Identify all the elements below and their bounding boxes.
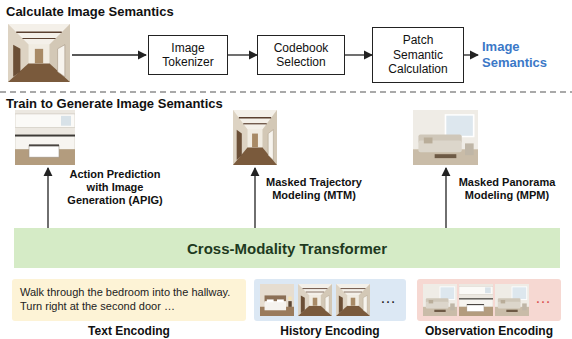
connector-arrow — [464, 54, 478, 55]
transformer-band: Cross-Modality Transformer — [14, 228, 560, 268]
room-thumbnail — [298, 284, 332, 316]
instruction-text: Walk through the bedroom into the hallwa… — [20, 286, 238, 314]
output-label: Image Semantics — [482, 39, 564, 72]
band-label: Cross-Modality Transformer — [187, 240, 387, 257]
process-box: Codebook Selection — [257, 35, 345, 75]
room-thumbnail — [459, 284, 493, 316]
ellipsis: … — [535, 289, 551, 307]
encoding-heading: Observation Encoding — [417, 324, 561, 338]
section-title: Train to Generate Image Semantics — [6, 96, 326, 112]
room-thumbnail — [260, 284, 294, 316]
output-text-box: Image Semantics — [478, 36, 568, 74]
encoding-box: …Observation Encoding — [417, 279, 561, 321]
room-thumbnail — [336, 284, 370, 316]
task-label: Masked Trajectory Modeling (MTM) — [264, 176, 364, 202]
process-box: Patch Semantic Calculation — [372, 27, 464, 83]
encoding-box: Walk through the bedroom into the hallwa… — [12, 279, 246, 321]
connector-arrow — [345, 54, 372, 55]
room-thumbnail — [423, 284, 457, 316]
box-label: Codebook Selection — [264, 41, 338, 70]
section-title: Calculate Image Semantics — [6, 4, 306, 20]
room-thumbnail — [495, 284, 529, 316]
connector-arrow — [228, 54, 257, 55]
task-label: Action Prediction with Image Generation … — [58, 168, 172, 208]
box-label: Patch Semantic Calculation — [379, 33, 457, 76]
process-box: Image Tokenizer — [148, 35, 228, 75]
box-label: Image Tokenizer — [155, 41, 221, 70]
task-label: Masked Panorama Modeling (MPM) — [455, 176, 559, 202]
encoding-heading: History Encoding — [254, 324, 406, 338]
encoding-box: …History Encoding — [254, 279, 406, 321]
encoding-heading: Text Encoding — [12, 324, 246, 338]
ellipsis: … — [380, 289, 396, 307]
